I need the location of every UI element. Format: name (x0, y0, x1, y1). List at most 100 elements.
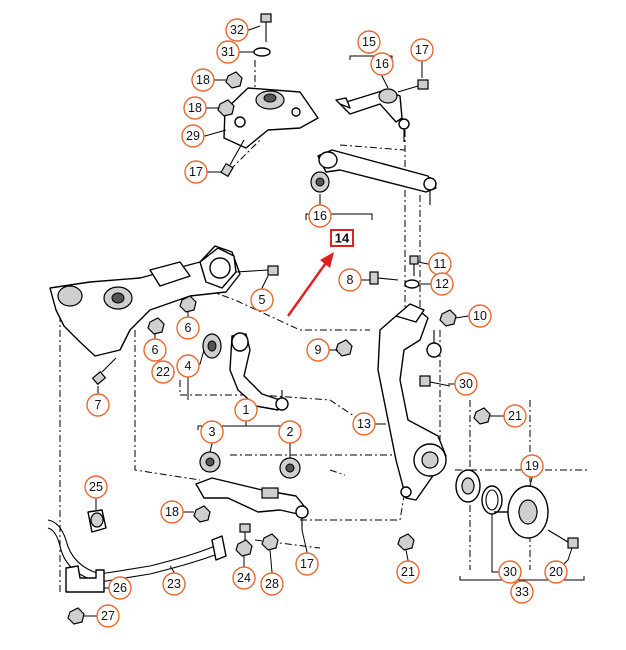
callout-c12-label: 12 (435, 277, 449, 291)
callout-c9[interactable]: 9 (306, 338, 338, 362)
callout-c7-circle (86, 393, 110, 417)
callout-c8-circle (338, 268, 362, 292)
callout-c28[interactable]: 28 (260, 549, 284, 596)
callout-c11[interactable]: 11 (417, 252, 452, 276)
stabilizer-bar (47, 519, 227, 583)
callout-c29-label: 29 (186, 129, 200, 143)
bushing-3 (199, 451, 221, 473)
callout-c16b[interactable]: 16 (308, 194, 332, 228)
callout-c29[interactable]: 29 (181, 124, 227, 148)
bushing-2 (279, 457, 301, 479)
callout-c19[interactable]: 19 (520, 454, 544, 487)
callout-c25[interactable]: 25 (84, 475, 108, 510)
callout-c3-label: 3 (209, 425, 216, 439)
highlighted-callout-14[interactable]: 14 (330, 229, 354, 247)
callout-c20[interactable]: 20 (544, 547, 573, 584)
callout-c18c[interactable]: 18 (160, 500, 194, 524)
callout-c24-circle (232, 566, 256, 590)
callout-c5-label: 5 (259, 293, 266, 307)
callout-c30a[interactable]: 30 (448, 372, 478, 396)
callout-c28-circle (260, 572, 284, 596)
callout-c16a[interactable]: 16 (370, 52, 394, 89)
callout-c18b-circle (183, 96, 207, 120)
callout-c33[interactable]: 33 (510, 580, 534, 604)
callout-c1-label: 1 (243, 403, 250, 417)
callout-c31-circle (216, 40, 240, 64)
callout-c22[interactable]: 22 (151, 360, 175, 384)
callout-c15-label: 15 (362, 35, 376, 49)
callout-c22-label: 22 (156, 365, 170, 379)
upper-arm-front (310, 149, 437, 205)
callout-c30b-circle (498, 560, 522, 584)
callout-c16b-circle (308, 204, 332, 228)
callout-c23-label: 23 (167, 577, 181, 591)
wheel-bearing (455, 469, 481, 503)
callout-c19-label: 19 (525, 459, 539, 473)
callout-c6a[interactable]: 6 (176, 312, 200, 340)
callout-c17c[interactable]: 17 (295, 529, 319, 576)
callout-c17a[interactable]: 17 (184, 160, 222, 184)
callout-c32-label: 32 (230, 23, 244, 37)
bolt-20 (547, 529, 579, 549)
callout-c23[interactable]: 23 (162, 565, 186, 596)
callout-c21a[interactable]: 21 (490, 404, 527, 428)
callout-c29-circle (181, 124, 205, 148)
bushing-25 (87, 509, 107, 533)
callout-c6b-circle (143, 338, 167, 362)
callout-c10[interactable]: 10 (455, 304, 492, 328)
callout-c16a-label: 16 (375, 57, 389, 71)
callout-c3[interactable]: 3 (200, 420, 224, 453)
nut-6a (179, 295, 197, 313)
upper-mount-bracket (223, 87, 319, 149)
upper-arm-rear (335, 88, 410, 142)
callout-c17b-label: 17 (415, 43, 429, 57)
callout-c2[interactable]: 2 (278, 420, 302, 458)
callout-c30a-circle (454, 372, 478, 396)
callout-c8-label: 8 (347, 273, 354, 287)
callout-c26[interactable]: 26 (104, 576, 132, 600)
callout-c25-label: 25 (89, 480, 103, 494)
bolt-8 (369, 271, 399, 285)
callout-c1[interactable]: 1 (234, 398, 258, 426)
callout-c31[interactable]: 31 (216, 40, 254, 64)
callout-c5[interactable]: 5 (250, 275, 274, 312)
callout-c10-circle (468, 304, 492, 328)
callout-c13-label: 13 (357, 417, 371, 431)
callout-c21b[interactable]: 21 (396, 549, 420, 584)
callout-c2-circle (278, 420, 302, 444)
callout-c23-circle (162, 572, 186, 596)
callout-c32[interactable]: 32 (225, 18, 261, 42)
callout-c6b[interactable]: 6 (143, 334, 167, 362)
callout-c18a[interactable]: 18 (191, 68, 226, 92)
callout-c27[interactable]: 27 (84, 604, 120, 628)
callout-c6b-label: 6 (152, 343, 159, 357)
washer-31 (253, 47, 271, 57)
wheel-hub (494, 485, 549, 539)
callout-c30b[interactable]: 30 (491, 514, 522, 584)
callout-c9-label: 9 (315, 343, 322, 357)
callout-c24[interactable]: 24 (232, 556, 256, 590)
callout-c11-label: 11 (434, 257, 447, 271)
bolt-7 (91, 357, 117, 386)
callout-c12[interactable]: 12 (420, 272, 454, 296)
callout-c2-label: 2 (287, 425, 294, 439)
callout-c9-circle (306, 338, 330, 362)
callout-c18a-circle (191, 68, 215, 92)
callout-c32-circle (225, 18, 249, 42)
callout-c15[interactable]: 15 (357, 30, 381, 54)
callout-c24-label: 24 (237, 571, 251, 585)
callout-c13[interactable]: 13 (352, 412, 386, 436)
nut-18b (217, 99, 235, 117)
callout-c4[interactable]: 4 (176, 349, 205, 378)
callout-c18c-circle (160, 500, 184, 524)
callout-c17a-circle (184, 160, 208, 184)
callout-c17b[interactable]: 17 (410, 38, 434, 78)
callout-c31-label: 31 (221, 45, 235, 59)
callout-c8[interactable]: 8 (338, 268, 370, 292)
callout-c20-circle (544, 560, 568, 584)
callout-c18b[interactable]: 18 (183, 96, 218, 120)
callout-c7[interactable]: 7 (86, 386, 110, 417)
callout-c5-circle (250, 288, 274, 312)
nut-10 (439, 309, 457, 327)
